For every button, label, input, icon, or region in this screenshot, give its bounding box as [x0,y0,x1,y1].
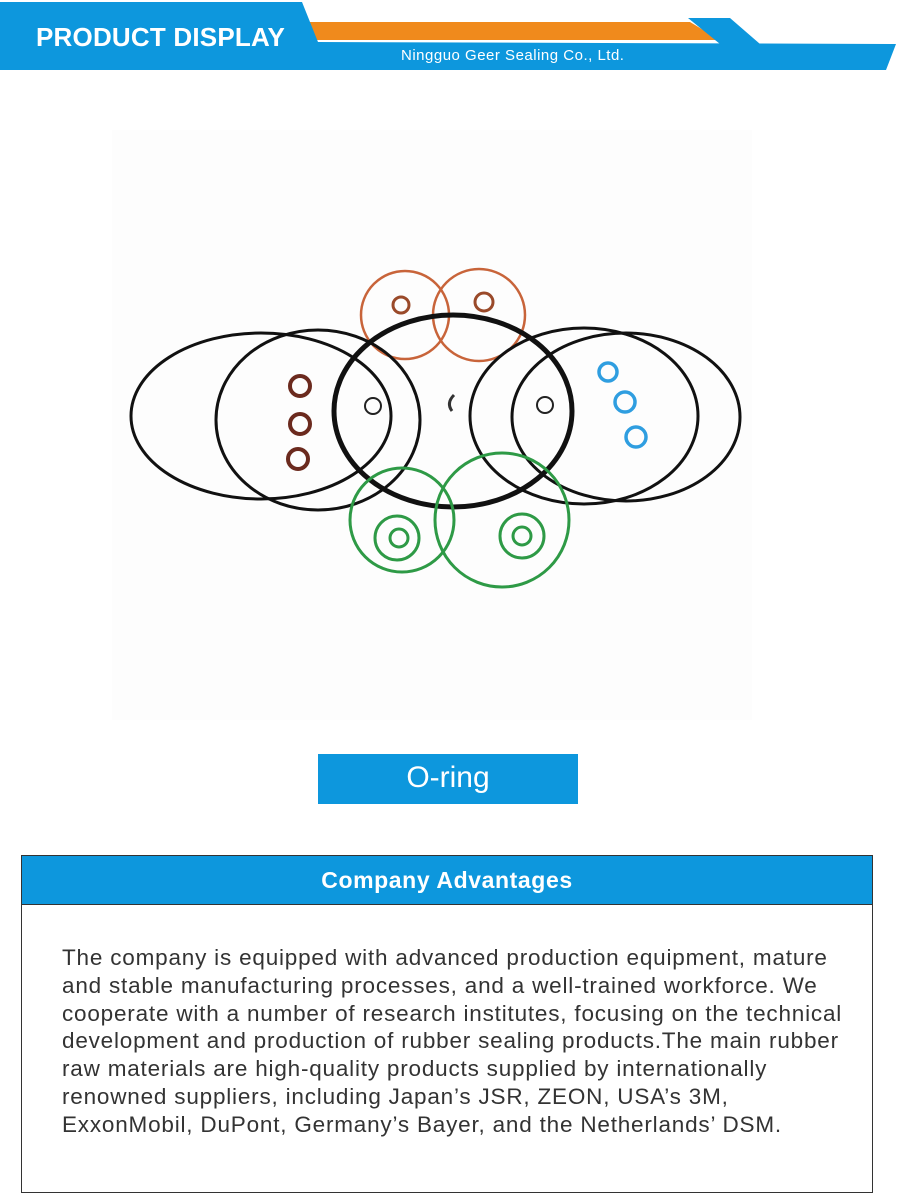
product-caption: O-ring [318,754,578,804]
advantages-text: The company is equipped with advanced pr… [62,945,843,1137]
advantages-heading: Company Advantages [22,856,872,905]
company-advantages-panel: Company Advantages The company is equipp… [21,855,873,1193]
header-banner: PRODUCT DISPLAY Ningguo Geer Sealing Co.… [0,0,897,75]
banner-title: PRODUCT DISPLAY [36,22,286,52]
o-ring-image [129,267,742,589]
banner-shape [0,2,897,74]
product-photo [112,130,752,720]
company-name: Ningguo Geer Sealing Co., Ltd. [401,47,625,64]
